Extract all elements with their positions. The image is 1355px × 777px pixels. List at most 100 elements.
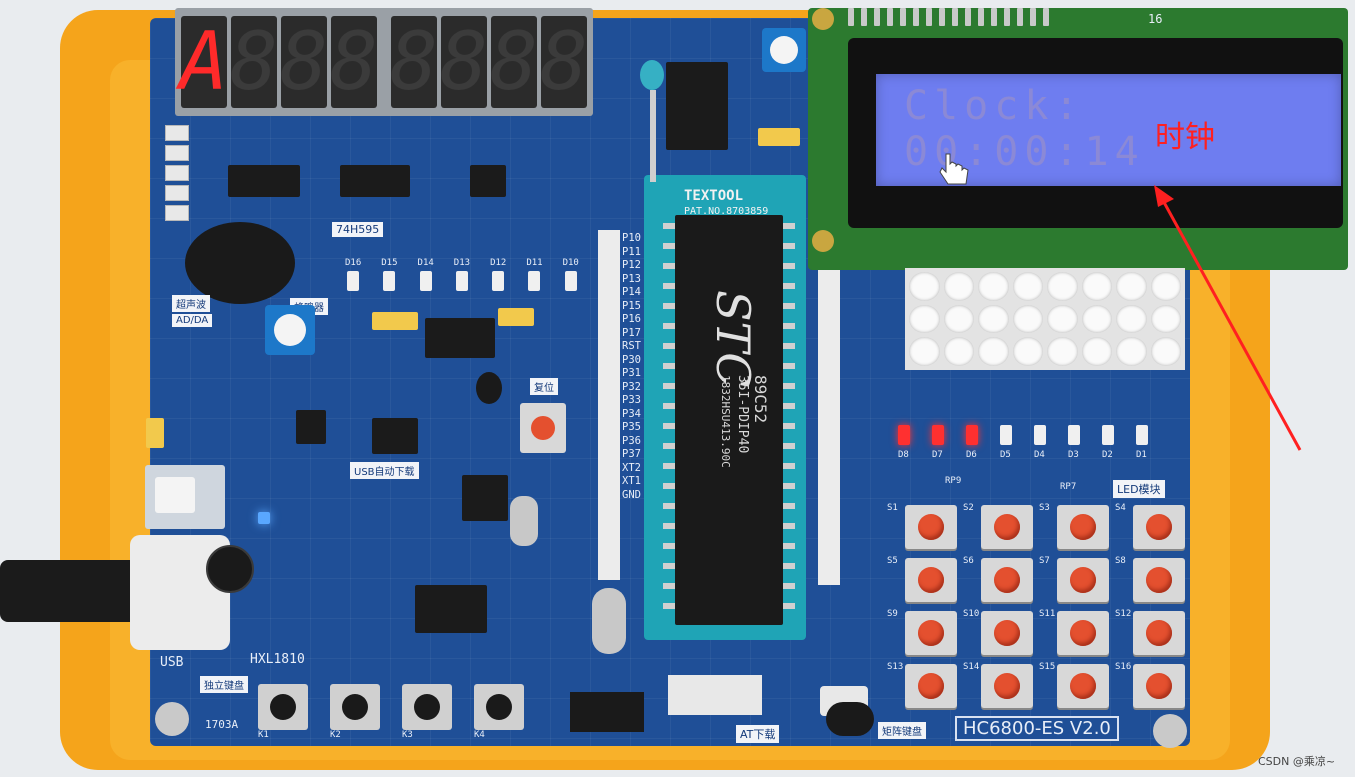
jumper[interactable] — [372, 312, 418, 330]
matrix-key[interactable]: S2 — [963, 503, 1033, 549]
matrix-dot — [1081, 337, 1112, 366]
ir-receiver — [826, 702, 874, 736]
reset-button[interactable] — [520, 403, 566, 453]
matrix-key[interactable]: S7 — [1039, 556, 1109, 602]
key-button[interactable] — [1057, 664, 1109, 708]
matrix-key[interactable]: S16 — [1115, 662, 1185, 708]
jumper[interactable] — [758, 128, 800, 146]
label-pat: PAT.NO.8703859 — [684, 206, 769, 217]
key-button[interactable] — [905, 558, 957, 602]
lcd-pin-header — [848, 8, 1049, 26]
port-pin-label: XT1 — [622, 475, 641, 487]
mount-screw — [155, 702, 189, 736]
key-button[interactable] — [1057, 611, 1109, 655]
mcu-pin — [663, 463, 675, 469]
key-button[interactable] — [905, 505, 957, 549]
key-button[interactable] — [474, 684, 524, 730]
matrix-dot — [1150, 337, 1181, 366]
matrix-key[interactable]: S3 — [1039, 503, 1109, 549]
socket-lever[interactable] — [650, 90, 656, 182]
mcu-code: 1832HSU413.90C — [719, 375, 732, 468]
matrix-dot — [978, 304, 1009, 334]
matrix-key-label: S13 — [887, 662, 904, 672]
key-button[interactable] — [981, 558, 1033, 602]
led-matrix — [905, 268, 1185, 370]
potentiometer[interactable] — [265, 305, 315, 355]
matrix-key[interactable]: S5 — [887, 556, 957, 602]
socket-lever-knob[interactable] — [640, 60, 664, 90]
key-button[interactable] — [981, 664, 1033, 708]
lcd-line-1: Clock: — [904, 83, 1085, 129]
port-pin-label: P15 — [622, 299, 641, 312]
matrix-dot — [1047, 304, 1078, 334]
ic-chip — [462, 475, 508, 521]
annotation-label: 时钟 — [1155, 120, 1215, 155]
key-button[interactable] — [402, 684, 452, 730]
potentiometer[interactable] — [762, 28, 806, 72]
matrix-key[interactable]: S10 — [963, 609, 1033, 655]
key-button[interactable] — [330, 684, 380, 730]
key-button[interactable] — [981, 611, 1033, 655]
independent-key[interactable]: K3 — [402, 684, 452, 740]
ic-chip — [666, 62, 728, 150]
label-1703a: 1703A — [205, 718, 239, 731]
matrix-key[interactable]: S6 — [963, 556, 1033, 602]
crystal-oscillator — [510, 496, 538, 546]
key-button[interactable] — [905, 664, 957, 708]
key-button[interactable] — [1133, 505, 1185, 549]
jumper[interactable] — [498, 308, 534, 326]
matrix-key[interactable]: S14 — [963, 662, 1033, 708]
matrix-dot — [943, 337, 974, 366]
key-button[interactable] — [258, 684, 308, 730]
matrix-key-label: S9 — [887, 609, 898, 619]
matrix-key[interactable]: S4 — [1115, 503, 1185, 549]
led-bar — [898, 425, 1148, 445]
independent-key[interactable]: K2 — [330, 684, 380, 740]
lcd-pin — [900, 8, 906, 26]
key-button[interactable] — [1133, 664, 1185, 708]
matrix-key[interactable]: S13 — [887, 662, 957, 708]
matrix-key[interactable]: S8 — [1115, 556, 1185, 602]
key-button[interactable] — [1057, 505, 1109, 549]
mcu-pin — [663, 303, 675, 309]
key-button[interactable] — [981, 505, 1033, 549]
key-button[interactable] — [1057, 558, 1109, 602]
seven-segment-digit: 8 — [279, 15, 329, 108]
mcu-pin — [783, 383, 795, 389]
jumper[interactable] — [146, 418, 164, 448]
label-rp9: RP9 — [945, 476, 962, 486]
matrix-dot — [978, 272, 1009, 301]
mcu-pin — [663, 423, 675, 429]
mcu-brand: STC — [706, 290, 760, 388]
watermark: CSDN @乘凉~ — [1258, 755, 1336, 768]
independent-key[interactable]: K1 — [258, 684, 308, 740]
top-led: D11 — [526, 258, 543, 291]
matrix-key[interactable]: S11 — [1039, 609, 1109, 655]
mcu-pin — [663, 543, 675, 549]
key-button[interactable] — [1133, 558, 1185, 602]
key-button[interactable] — [1133, 611, 1185, 655]
port-pin-label: P34 — [622, 407, 641, 420]
matrix-key[interactable]: S12 — [1115, 609, 1185, 655]
matrix-key[interactable]: S15 — [1039, 662, 1109, 708]
mcu-pin — [663, 383, 675, 389]
led-bar-led — [966, 425, 978, 445]
matrix-dot — [1047, 337, 1078, 366]
matrix-key[interactable]: S1 — [887, 503, 957, 549]
port-header-right — [818, 270, 840, 585]
independent-key[interactable]: K4 — [474, 684, 524, 740]
mcu-pin — [783, 443, 795, 449]
mcu-pin — [783, 563, 795, 569]
mcu-pin — [783, 523, 795, 529]
power-switch[interactable] — [145, 465, 225, 529]
matrix-key[interactable]: S9 — [887, 609, 957, 655]
led-indicator — [419, 271, 432, 291]
lcd-mount-hole — [812, 8, 834, 30]
label-74h595: 74H595 — [332, 222, 384, 237]
key-button[interactable] — [905, 611, 957, 655]
mcu-pin — [663, 503, 675, 509]
seven-segment-digit: 8 — [389, 15, 439, 108]
seven-segment-digit: A — [179, 15, 229, 108]
